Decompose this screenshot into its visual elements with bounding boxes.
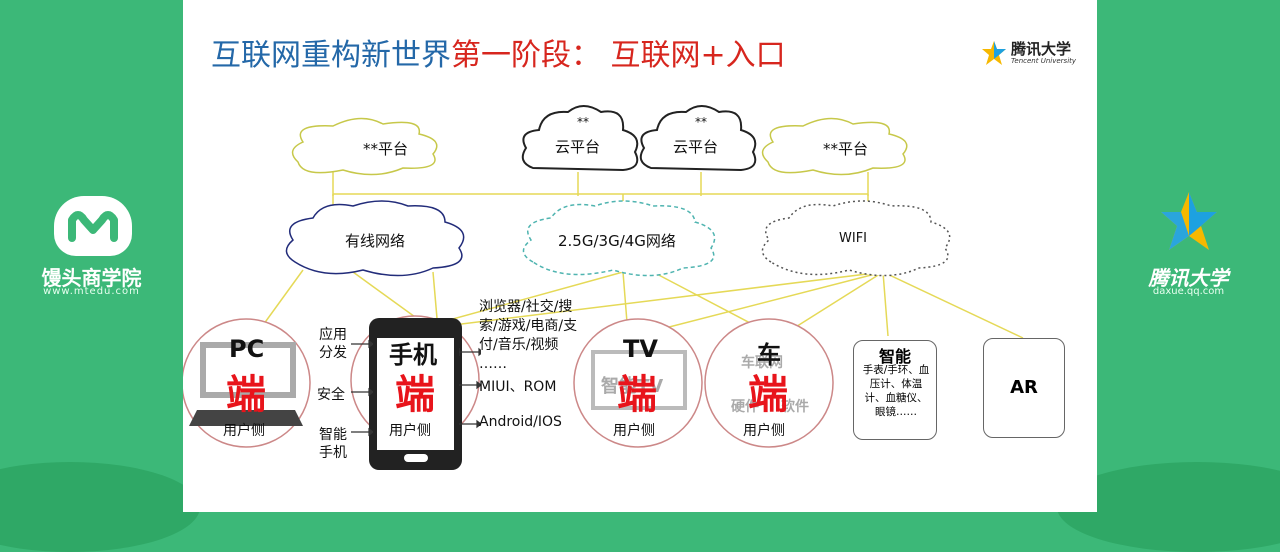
smart-device-desc: 手表/手环、血压计、体温计、血糖仪、眼镜…… [862,364,930,418]
phone-user-side: 用户侧 [389,423,431,439]
ar-box: AR [983,338,1065,438]
car-duan: 端 [748,372,788,418]
car-ghost-text-2: 硬件 [731,399,759,415]
phone-screen-shape [377,338,454,450]
car-ghost-text-3: 软件 [781,399,809,415]
network-label-mobile: 2.5G/3G/4G网络 [558,232,676,250]
slide-brand-logo: 腾讯大学 Tencent University [981,38,1091,70]
platform-label-1: **平台 [363,140,409,158]
platform-stars-3: ** [695,115,707,129]
cloud-platform-1 [291,117,438,176]
pc-duan: 端 [226,372,266,418]
phone-home-button [404,454,428,462]
pc-monitor-shape [200,342,296,398]
tv-screen-shape [591,350,687,410]
tv-duan: 端 [617,372,657,418]
smart-device-box: 智能 手表/手环、血压计、体温计、血糖仪、眼镜…… [853,340,937,440]
ar-label: AR [1010,377,1038,398]
tv-user-side: 用户侧 [613,423,655,439]
platform-stars-2: ** [577,115,589,129]
cloud-platform-3 [639,105,757,172]
car-circle [704,318,834,448]
diagram-graphics [183,105,1024,470]
pc-name: PC [229,335,265,363]
car-name: 车 [757,341,781,369]
phone-right-label-system: Android/IOS [479,414,562,430]
car-user-side: 用户侧 [743,423,785,439]
phone-left-arrows [351,339,373,437]
phone-right-label-more: …… [479,356,507,372]
platform-label-2: 云平台 [555,138,601,156]
slide-brand-name: 腾讯大学 [1011,40,1072,58]
right-banner: 腾讯大学 daxue.qq.com [1057,0,1280,552]
network-label-wifi: WIFI [839,231,867,246]
right-brand-name: 腾讯大学 [1148,266,1229,290]
left-brand-name: 馒头商学院 [41,266,142,290]
phone-name: 手机 [389,341,437,369]
cloud-mobile-network [522,200,716,277]
tencent-star-icon [982,41,1006,65]
tencent-star-icon [1161,192,1217,250]
cloud-platform-2 [521,105,639,172]
left-banner: 馒头商学院 www.mtedu.com [0,0,200,552]
phone-right-label-os: MIUI、ROM [479,379,557,395]
mtedu-logo [54,196,132,256]
network-label-wired: 有线网络 [345,232,406,250]
cloud-wired-network [285,200,465,277]
cloud-wifi-network [761,200,951,277]
smart-device-title: 智能 [878,347,911,366]
left-brand-url: www.mtedu.com [43,286,140,297]
phone-left-label-security: 安全 [317,387,345,403]
phone-left-label-app-distribution: 应用分发 [319,327,347,361]
car-ghost-text-1: 车联网 [741,355,783,371]
phone-left-label-smartphone: 智能手机 [319,427,347,461]
title-part-2: 第一阶段： 互联网+入口 [451,38,786,73]
tv-name: TV [623,335,658,363]
right-brand-url: daxue.qq.com [1152,286,1225,297]
tv-ghost-text: 智能TV [601,376,664,397]
decorative-hill [0,462,200,552]
phone-duan: 端 [395,372,435,418]
platform-label-4: **平台 [823,140,869,158]
slide-brand-sub: Tencent University [1011,57,1077,65]
pc-keyboard-shape [189,410,303,426]
title-part-1: 互联网重构新世界 [211,38,451,73]
slide-title: 互联网重构新世界第一阶段： 互联网+入口 [211,30,786,74]
pc-user-side: 用户侧 [223,423,265,439]
slide: 互联网重构新世界第一阶段： 互联网+入口 腾讯大学 Tencent Univer… [183,0,1097,512]
platform-label-3: 云平台 [673,138,719,156]
phone-right-label-apps: 浏览器/社交/搜索/游戏/电商/支付/音乐/视频 [479,299,578,353]
phone-right-arrows [459,347,481,429]
cloud-platform-4 [761,117,908,176]
